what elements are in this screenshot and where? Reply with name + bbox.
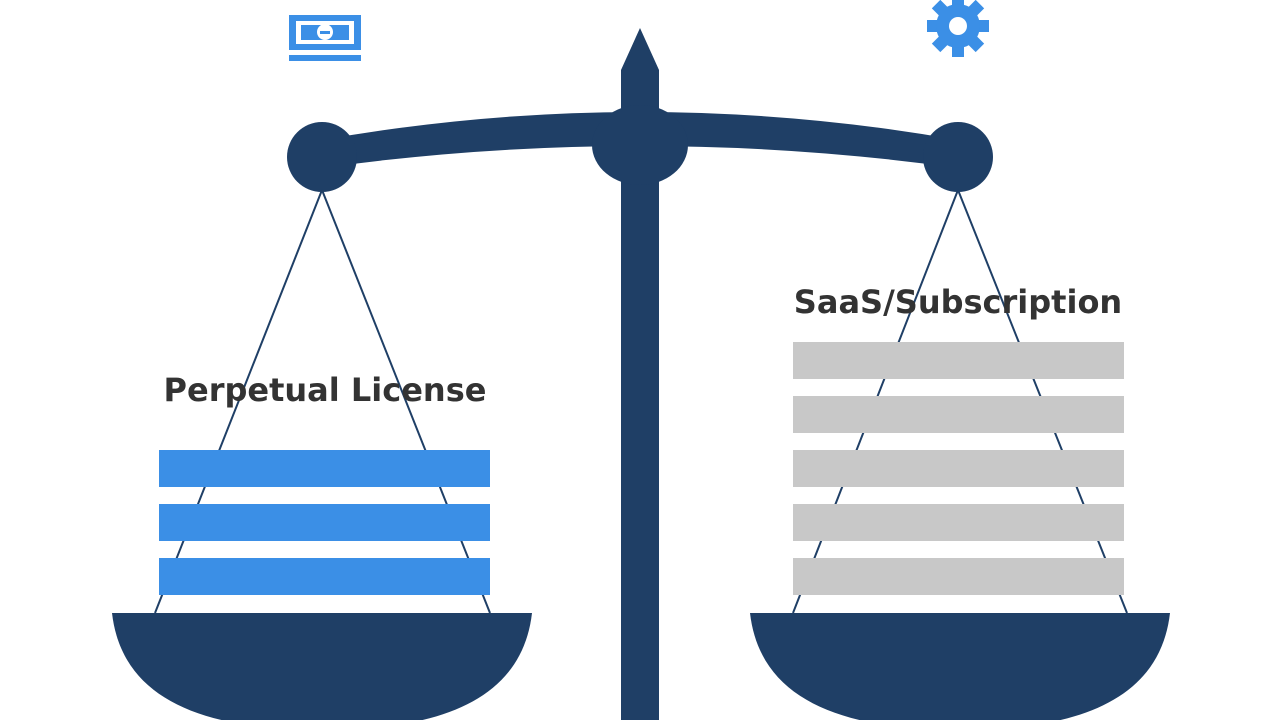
left-pan-label: Perpetual License bbox=[164, 371, 487, 409]
gear-icon bbox=[927, 0, 989, 57]
scale-pillar bbox=[621, 28, 659, 720]
right-pan bbox=[750, 613, 1170, 720]
right-bar bbox=[793, 396, 1124, 433]
left-bar bbox=[159, 450, 490, 487]
scale-beam bbox=[287, 105, 993, 192]
right-bar bbox=[793, 558, 1124, 595]
left-bar bbox=[159, 504, 490, 541]
left-beam-knob bbox=[287, 122, 357, 192]
money-bill-icon bbox=[289, 15, 361, 61]
left-bar bbox=[159, 558, 490, 595]
right-pan-bars bbox=[793, 342, 1124, 595]
left-pan-strings bbox=[154, 189, 491, 614]
right-bar bbox=[793, 342, 1124, 379]
left-pan bbox=[112, 613, 532, 720]
right-bar bbox=[793, 450, 1124, 487]
right-bar bbox=[793, 504, 1124, 541]
right-pan-label: SaaS/Subscription bbox=[794, 283, 1122, 321]
right-beam-knob bbox=[923, 122, 993, 192]
left-pan-bars bbox=[159, 450, 490, 595]
